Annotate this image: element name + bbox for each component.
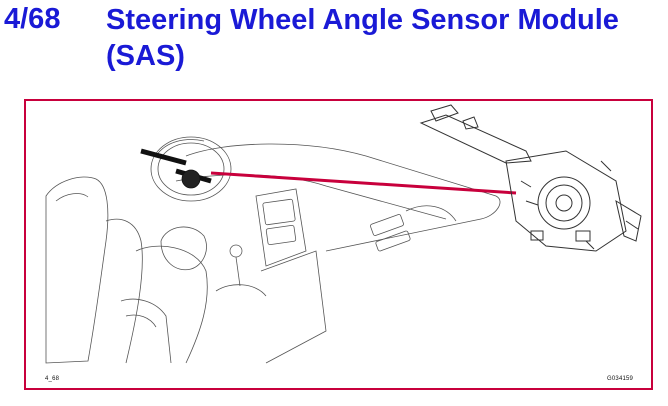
callout-line — [210, 171, 517, 195]
figure-ref-right: G034159 — [607, 376, 634, 382]
figure-illustration — [45, 104, 642, 364]
sas-module-drawing — [419, 104, 642, 252]
slide-title: Steering Wheel Angle Sensor Module (SAS) — [106, 4, 619, 72]
figure-ref-left: 4_68 — [45, 376, 60, 382]
slide-number: 4/68 — [4, 3, 61, 35]
figure-frame: 4_68 G034159 — [24, 99, 653, 390]
car-interior-drawing — [45, 136, 501, 364]
